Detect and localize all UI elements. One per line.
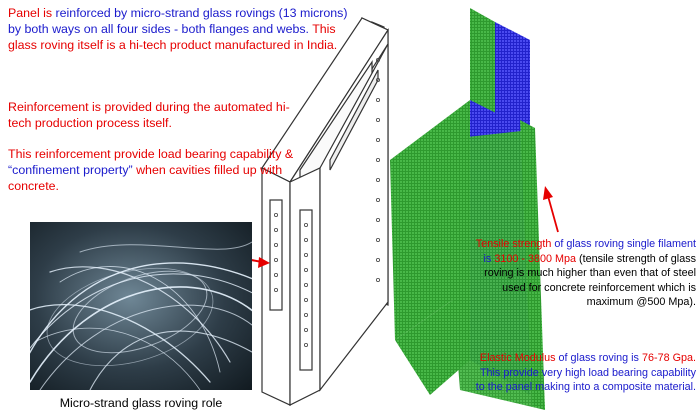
paragraph-automated: Reinforcement is provided during the aut… — [8, 100, 290, 131]
photo-caption: Micro-strand glass roving role — [59, 396, 223, 410]
p1-c: This glass roving itself is a hi-tech pr… — [8, 22, 338, 53]
tensile-arrowhead — [543, 186, 553, 200]
p3-a: This reinforcement provide load bearing … — [8, 147, 294, 161]
p5-b: of glass roving is — [555, 352, 642, 364]
p1-a: Panel is — [8, 6, 56, 20]
p5-c: 76-78 Gpa. — [641, 352, 696, 364]
p4-d: (tensile strength of glass roving is muc… — [484, 252, 696, 309]
p3-c: when cavities filled up with concrete. — [8, 163, 283, 194]
p4-b: of glass roving single filament is — [483, 238, 696, 265]
paragraph-elastic-modulus: Elastic Modulus of glass roving is 76-78… — [472, 351, 696, 395]
paragraph-reinforcement: Panel is reinforced by micro-strand glas… — [8, 5, 348, 54]
p4-a: Tensile strength — [475, 238, 552, 250]
paragraph-confinement: This reinforcement provide load bearing … — [8, 146, 308, 195]
paragraph-tensile-strength: Tensile strength of glass roving single … — [472, 237, 696, 310]
reinforcement-mesh — [390, 8, 545, 410]
p5-a: Elastic Modulus — [479, 352, 556, 364]
photo-arrowhead — [258, 257, 270, 268]
glass-roving-photo — [30, 222, 252, 390]
hollow-panel-drawing — [261, 17, 389, 406]
p5-d: This provide very high load bearing capa… — [475, 366, 696, 394]
p1-b: reinforced by micro-strand glass rovings… — [8, 6, 348, 37]
p4-c: 3100 - 3800 Mpa — [494, 252, 576, 265]
panel-perforations — [273, 58, 380, 347]
tensile-arrow — [547, 195, 559, 233]
p3-b: “confinement property” — [8, 163, 133, 178]
